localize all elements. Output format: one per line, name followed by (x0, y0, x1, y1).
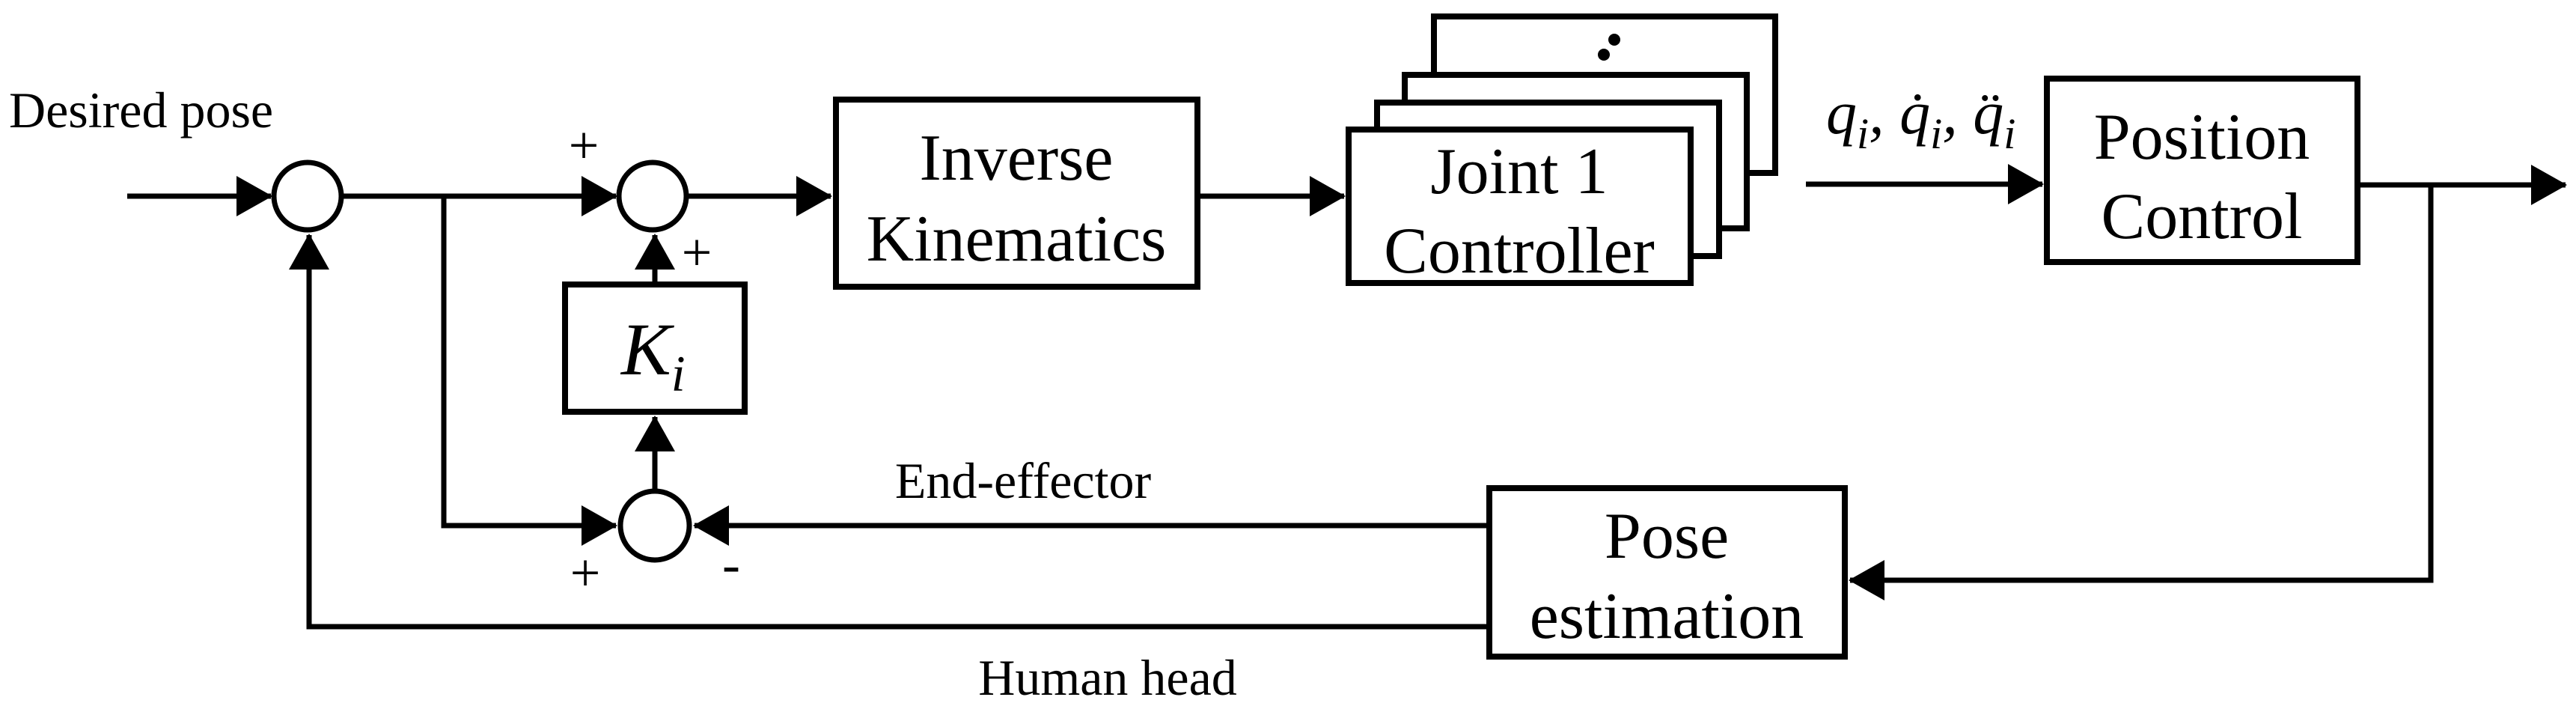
inverse-kinematics-label-line1: Inverse (920, 122, 1114, 195)
gain-block: Ki (562, 282, 748, 415)
inverse-kinematics-label-line2: Kinematics (867, 203, 1167, 276)
human-head-label: Human head (978, 649, 1237, 706)
junction2-input-sign: + (569, 115, 599, 175)
wire-branch-to-junction3 (441, 196, 617, 546)
pose-estimation-label-line1: Pose (1605, 500, 1729, 573)
joint-controller-stack: Joint 1 Controller (1346, 13, 1778, 287)
summing-junction-2 (616, 159, 689, 233)
pose-estimation-block: Pose estimation (1486, 485, 1848, 660)
wire-human-head-feedback (289, 234, 1489, 630)
position-control-label-line1: Position (2094, 101, 2310, 174)
summing-junction-1 (271, 159, 344, 233)
junction3-input-sign: + (570, 543, 601, 603)
junction2-feedback-sign: + (682, 222, 712, 282)
joint-command-label: qi, q̇i, q̈i (1826, 79, 2015, 158)
desired-pose-label: Desired pose (9, 82, 273, 139)
stack-ellipsis-dots-icon (1598, 34, 1620, 61)
summing-junction-3 (617, 488, 692, 563)
joint-controller-block (1346, 127, 1694, 286)
position-control-label-line2: Control (2102, 180, 2303, 253)
inverse-kinematics-block: Inverse Kinematics (833, 97, 1200, 290)
gain-label: Ki (620, 308, 686, 402)
joint-controller-label-line1: Joint 1 (1430, 136, 1608, 208)
junction3-feedback-sign: - (722, 535, 740, 594)
wire-output-to-pose-estimation (1849, 185, 2434, 600)
position-control-block: Position Control (2044, 76, 2360, 265)
joint-controller-label-line2: Controller (1384, 215, 1655, 287)
pose-estimation-label-line2: estimation (1530, 580, 1804, 653)
end-effector-label: End-effector (895, 452, 1152, 509)
